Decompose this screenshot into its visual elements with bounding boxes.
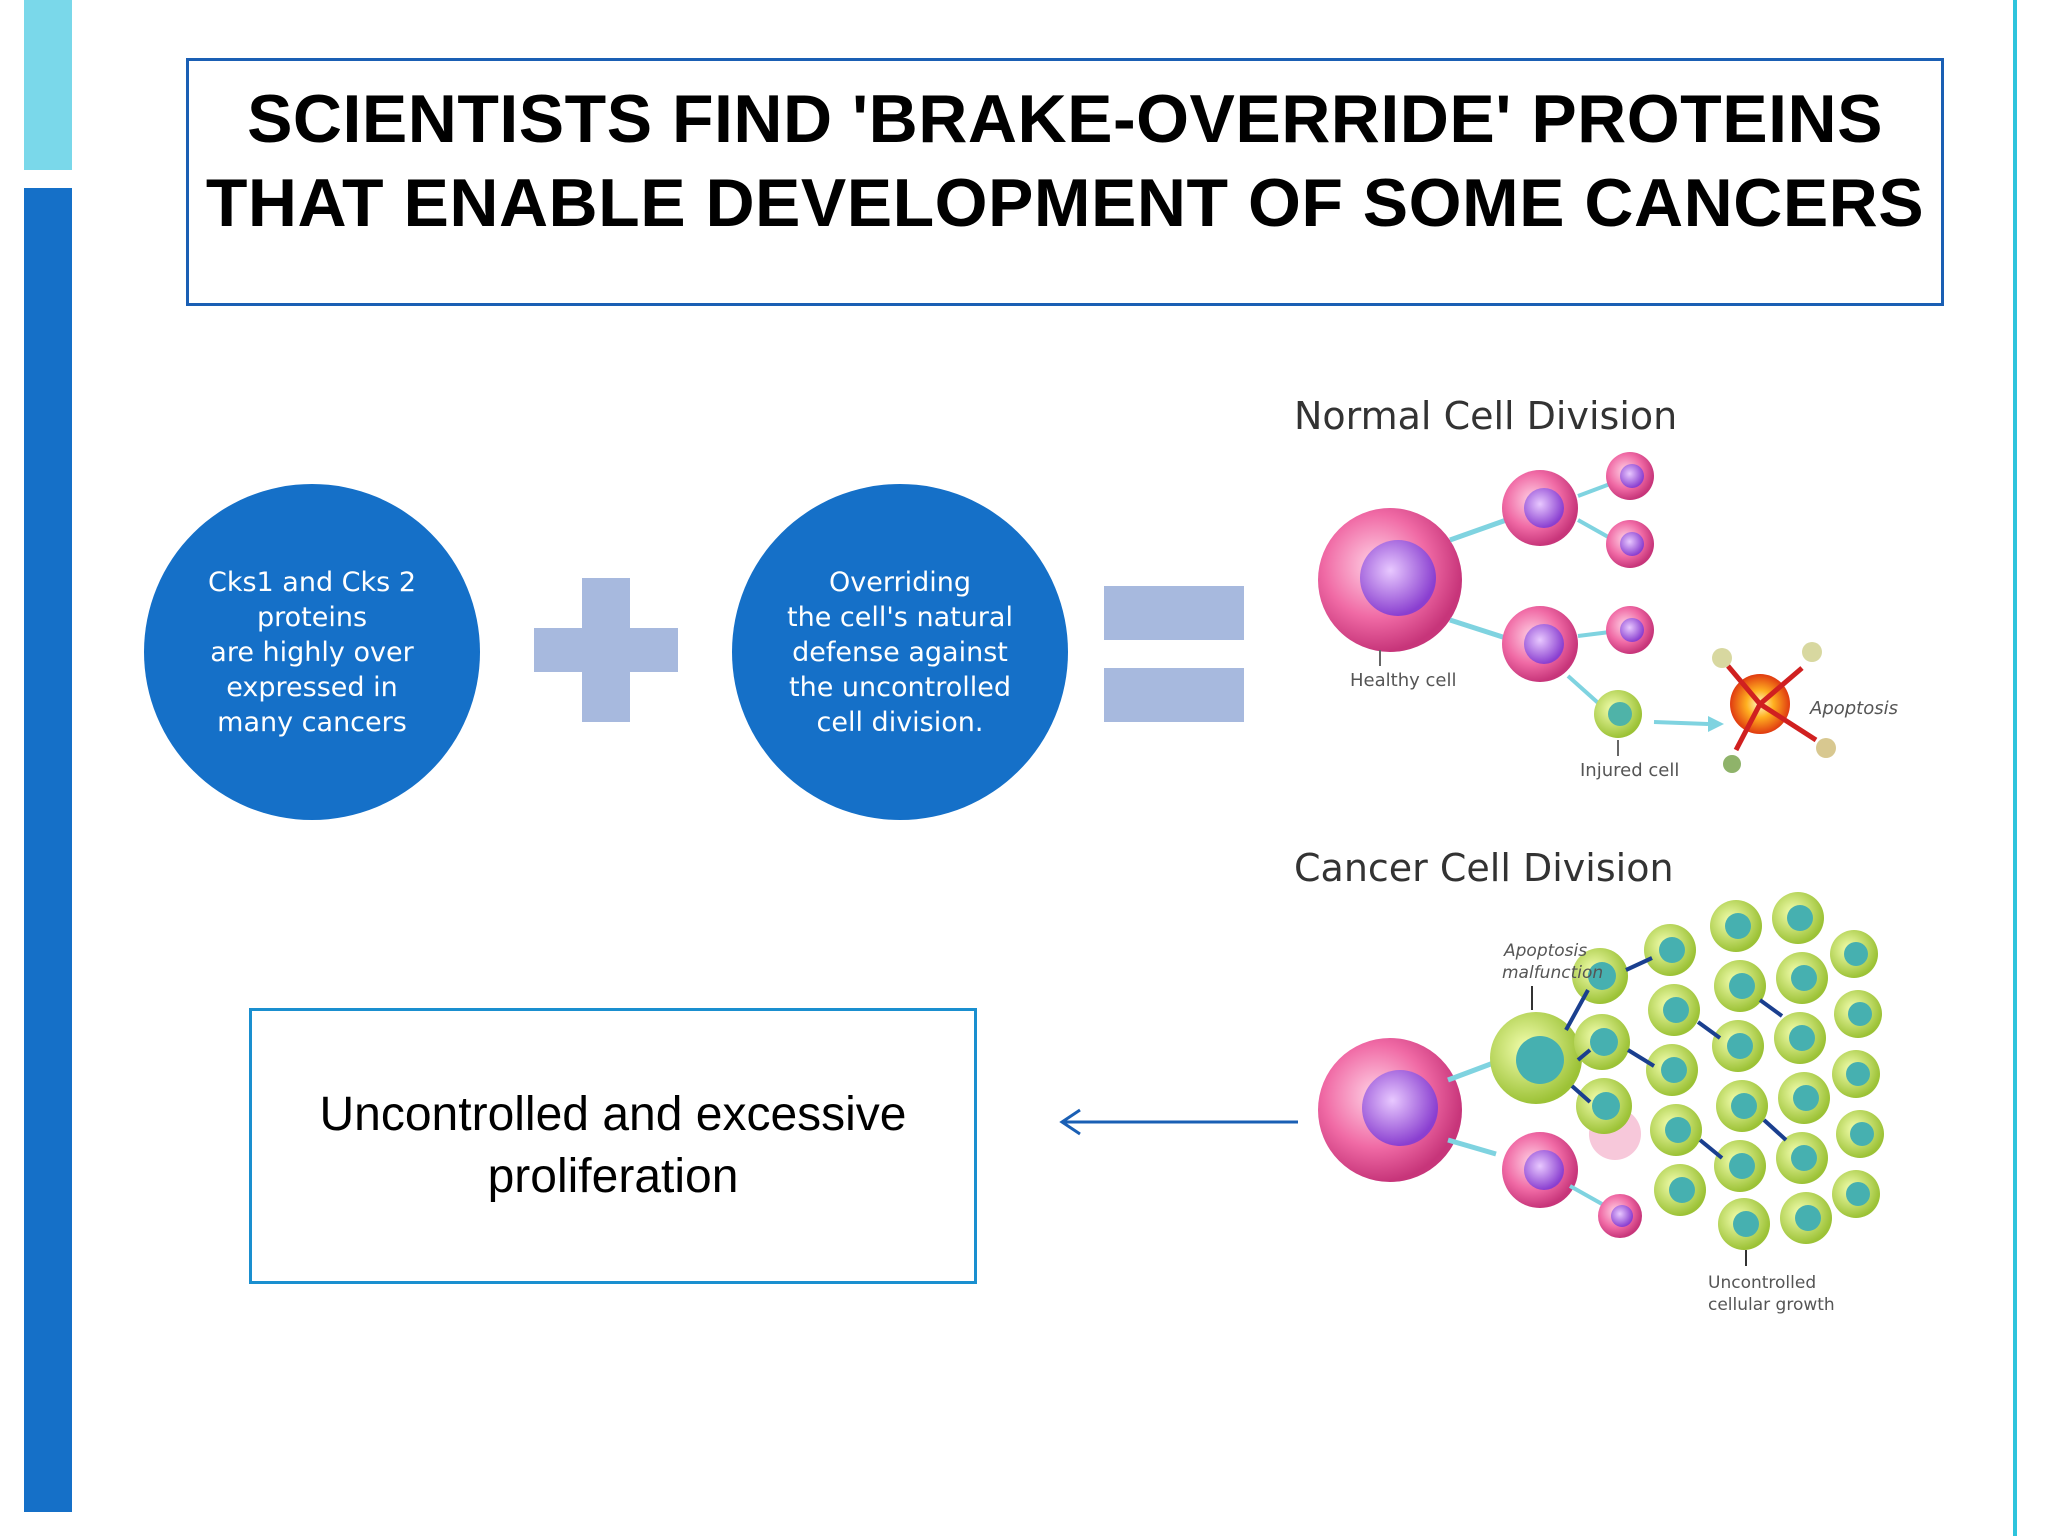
cancer-cell-division-title: Cancer Cell Division [1294,846,1674,890]
cancer-cell-cluster [1572,892,1884,1250]
title-box: SCIENTISTS FIND 'BRAKE-OVERRIDE' PROTEIN… [186,58,1944,306]
circle2-line: defense against [792,636,1008,668]
normal-cell-division-title: Normal Cell Division [1294,394,1678,438]
circle2-line: the uncontrolled [789,671,1011,703]
injured-cell [1594,690,1642,738]
result-box: Uncontrolled and excessive proliferation [249,1008,977,1284]
equals-sign-bottom [1104,668,1244,722]
cancer-cell-division-illustration: Apoptosis malfunction Uncontrolled cellu… [1318,892,1884,1315]
result-line-2: proliferation [487,1150,739,1203]
healthy-cell-label: Healthy cell [1350,670,1456,691]
equals-sign-top [1104,586,1244,640]
injured-cell-label: Injured cell [1580,760,1679,781]
title-line-1: SCIENTISTS FIND 'BRAKE-OVERRIDE' PROTEIN… [247,81,1883,157]
slide-title: SCIENTISTS FIND 'BRAKE-OVERRIDE' PROTEIN… [206,77,1924,245]
circle2-line: Overriding [829,566,971,598]
circle1-line: many cancers [217,706,407,738]
circle1-line: proteins [256,601,368,633]
accent-bar-top [24,0,72,170]
plus-sign-horizontal [534,628,678,672]
uncontrolled-growth-label-1: Uncontrolled [1708,1273,1816,1293]
apoptosis-label: Apoptosis [1809,698,1898,719]
cks-proteins-circle: Cks1 and Cks 2 proteins are highly over … [144,484,480,820]
accent-bar-main [24,188,72,1512]
circle1-line: Cks1 and Cks 2 [207,566,416,598]
overriding-defense-circle: Overriding the cell's natural defense ag… [732,484,1068,820]
uncontrolled-growth-label-2: cellular growth [1708,1295,1835,1315]
normal-cell-division-illustration: Healthy cell Injured cell Apoptosis [1318,452,1898,781]
right-edge-line [2013,0,2017,1536]
result-line-1: Uncontrolled and excessive [319,1088,907,1141]
healthy-cell [1318,508,1462,652]
apoptosis-malfunction-label-1: Apoptosis [1503,941,1587,961]
apoptosis-malfunction-label-2: malfunction [1502,963,1603,983]
circle1-line: expressed in [226,671,398,703]
circle2-line: the cell's natural [787,601,1013,633]
title-line-2: THAT ENABLE DEVELOPMENT OF SOME CANCERS [205,165,1925,241]
circle2-line: cell division. [816,706,984,738]
origin-cell [1318,1038,1462,1182]
left-arrow-icon [1059,1108,1298,1136]
apoptosis-burst-icon [1712,642,1836,773]
circle1-line: are highly over [210,636,414,668]
